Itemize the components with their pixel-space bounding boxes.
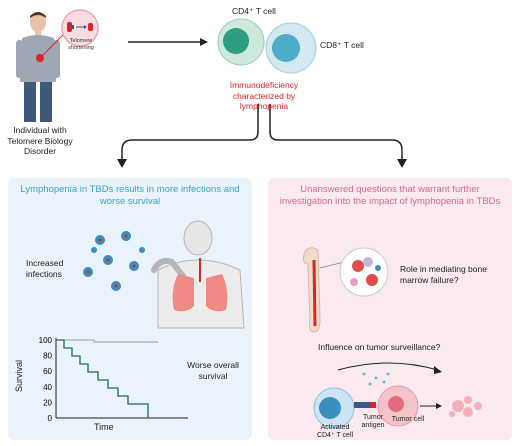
arrow-left-branch: [121, 104, 259, 162]
tumor-cell-label: Tumor cell: [391, 416, 425, 423]
km-y-tick: 60: [43, 367, 52, 376]
bone-marrow-illustration: [303, 247, 389, 333]
person-figure: [16, 12, 60, 122]
km-y-tick: 100: [39, 336, 53, 345]
antigen-icon: [370, 402, 376, 408]
virus-icons: [83, 231, 145, 291]
km-y-tick: 40: [43, 383, 52, 392]
cd8-nucleus: [272, 34, 300, 62]
telomere-label: Telomere shortening: [68, 38, 94, 51]
chromosome-long-icon: [67, 22, 72, 32]
cd4-nucleus: [223, 28, 249, 54]
control-curve: [56, 339, 158, 343]
survival-label: Worse overall survival: [187, 360, 239, 381]
marrow-inset-circle: [339, 247, 389, 297]
cd4-label: CD4⁺ T cell: [232, 6, 276, 16]
left-panel-title: Lymphopenia in TBDs results in more infe…: [20, 184, 240, 207]
chromosome-short-icon: [88, 23, 93, 31]
km-y-tick: 0: [48, 414, 53, 423]
infection-illustration: [83, 220, 245, 329]
curved-arrow: [337, 362, 439, 371]
tbd-survival-curve: [56, 339, 149, 418]
telomere-inset-circle: [61, 9, 99, 47]
km-x-label: Time: [94, 422, 114, 432]
km-y-tick: 80: [43, 352, 52, 361]
top-figure: [16, 9, 407, 168]
lysed-tumor-cell: [449, 396, 482, 417]
tumor-illustration: [313, 362, 482, 429]
coughing-person: [151, 220, 245, 329]
cytokine-dots: [362, 372, 390, 386]
cd8-label: CD8⁺ T cell: [320, 40, 364, 50]
immunodeficiency-label: Immunodeficiency characterized by lympho…: [229, 80, 299, 111]
right-panel-title: Unanswered questions that warrant furthe…: [279, 184, 501, 207]
km-y-tick: 20: [43, 398, 52, 407]
individual-label: Individual with Telomere Biology Disorde…: [7, 125, 73, 156]
antigen-label: Tumor antigen: [361, 414, 385, 429]
activated-tcell-label: Activated CD4⁺ T cell: [316, 424, 354, 439]
zoom-line: [41, 33, 65, 57]
survival-plot: 100 80 60 40 20 0: [39, 336, 188, 423]
tumor-question-label: Influence on tumor surveillance?: [318, 342, 441, 352]
bone-marrow-label: Role in mediating bone marrow failure?: [400, 264, 487, 285]
arrow-right-branch: [269, 104, 403, 162]
bone-icon: [303, 247, 321, 333]
infections-label: Increased infections: [26, 258, 64, 279]
km-y-label: Survival: [14, 359, 24, 392]
